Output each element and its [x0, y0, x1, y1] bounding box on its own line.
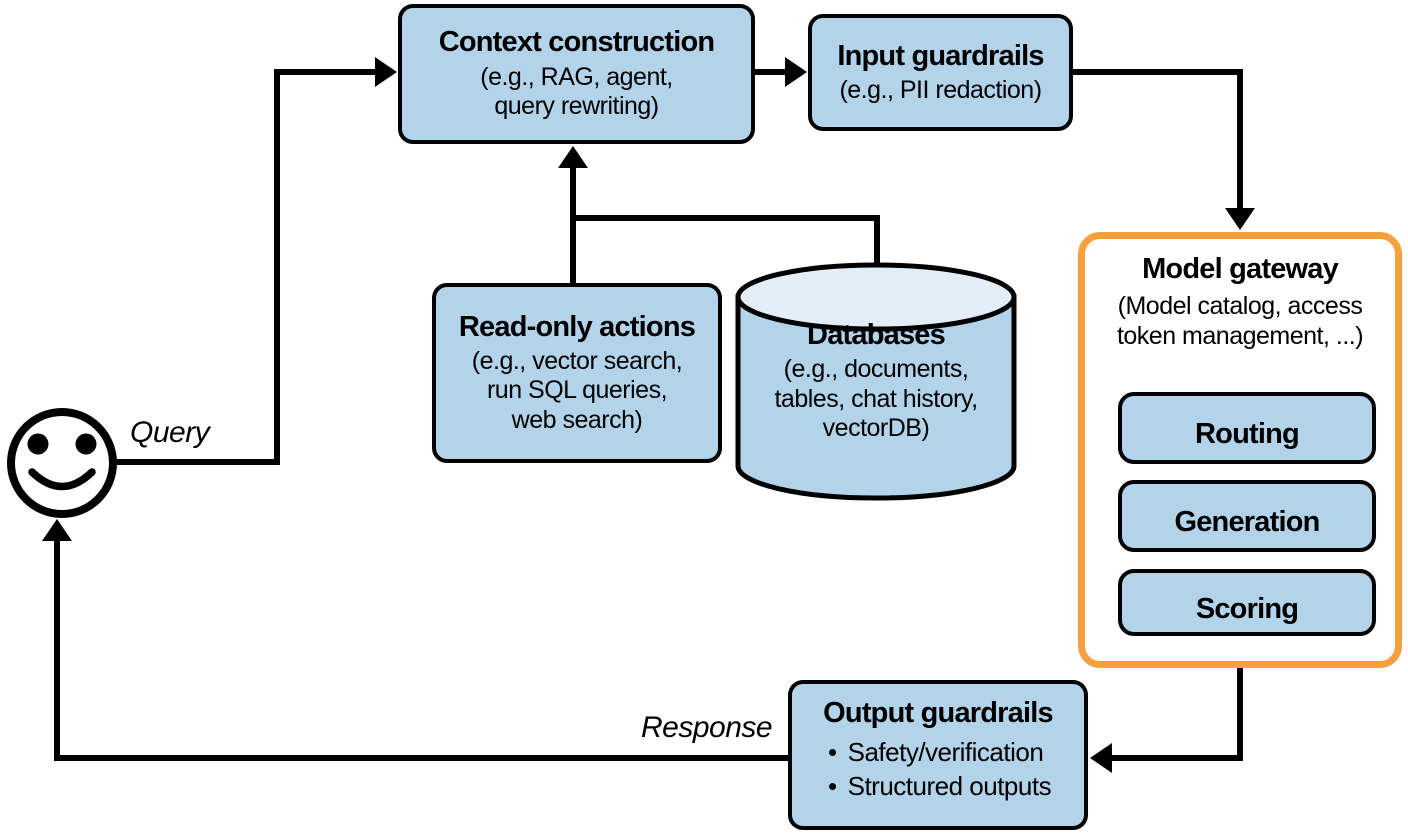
- database-cylinder-icon: [735, 262, 1017, 501]
- generation-node: Generation: [1118, 480, 1376, 552]
- query-connector: [116, 69, 381, 465]
- output-guardrails-item: Structured outputs: [847, 771, 1052, 802]
- cylinder-top: [735, 262, 1017, 332]
- databases-node: Databases (e.g., documents, tables, chat…: [735, 261, 1017, 503]
- read-only-actions-subtitle: (e.g., vector search, run SQL queries, w…: [471, 346, 683, 434]
- response-label: Response: [641, 711, 773, 744]
- input-guardrails-title: Input guardrails: [837, 39, 1044, 72]
- routing-node: Routing: [1118, 392, 1376, 464]
- context-construction-subtitle: (e.g., RAG, agent, query rewriting): [480, 62, 673, 121]
- databases-title: Databases: [807, 319, 946, 351]
- output-guardrails-node: Output guardrails • Safety/verification …: [788, 680, 1088, 830]
- smiley-face-circle: [7, 408, 117, 518]
- output-guardrails-title: Output guardrails: [823, 697, 1053, 729]
- list-item: • Safety/verification: [828, 736, 1084, 770]
- databases-junction-connector: [573, 215, 880, 265]
- user-smiley-icon: [7, 408, 117, 518]
- gateway-to-output-connector: [1106, 666, 1243, 761]
- input-guardrails-subtitle: (e.g., PII redaction): [839, 75, 1042, 104]
- context-construction-title: Context construction: [438, 26, 715, 59]
- model-gateway-node: Model gateway (Model catalog, access tok…: [1078, 232, 1402, 668]
- context-construction-node: Context construction (e.g., RAG, agent, …: [398, 4, 755, 144]
- scoring-label: Scoring: [1195, 592, 1299, 625]
- databases-text: Databases (e.g., documents, tables, chat…: [735, 319, 1017, 444]
- input-guardrails-node: Input guardrails (e.g., PII redaction): [808, 14, 1073, 131]
- output-guardrails-list: • Safety/verification • Structured outpu…: [792, 736, 1084, 804]
- query-label: Query: [130, 416, 210, 449]
- readonly-to-context-arrowhead-icon: [558, 146, 588, 168]
- read-only-actions-title: Read-only actions: [458, 310, 696, 343]
- scoring-node: Scoring: [1118, 569, 1376, 636]
- databases-subtitle: (e.g., documents, tables, chat history, …: [774, 355, 978, 443]
- output-guardrails-item: Safety/verification: [847, 737, 1044, 768]
- routing-label: Routing: [1195, 418, 1300, 451]
- model-gateway-subtitle: (Model catalog, access token management,…: [1116, 292, 1364, 350]
- list-item: • Structured outputs: [828, 770, 1084, 804]
- model-gateway-title: Model gateway: [1142, 253, 1339, 285]
- context-to-input-arrowhead-icon: [785, 57, 807, 87]
- response-arrowhead-icon: [42, 519, 72, 541]
- smiley-right-eye: [75, 433, 97, 455]
- bullet-icon: •: [828, 737, 837, 768]
- cylinder-body: [735, 294, 1017, 501]
- query-arrowhead-icon: [375, 57, 397, 87]
- input-to-gateway-connector: [1071, 69, 1243, 213]
- input-to-gateway-arrowhead-icon: [1225, 208, 1255, 230]
- smiley-mouth: [28, 468, 96, 491]
- generation-label: Generation: [1174, 506, 1320, 539]
- gateway-to-output-arrowhead-icon: [1090, 743, 1112, 773]
- bullet-icon: •: [828, 771, 837, 802]
- read-only-actions-node: Read-only actions (e.g., vector search, …: [432, 283, 722, 463]
- smiley-left-eye: [27, 433, 49, 455]
